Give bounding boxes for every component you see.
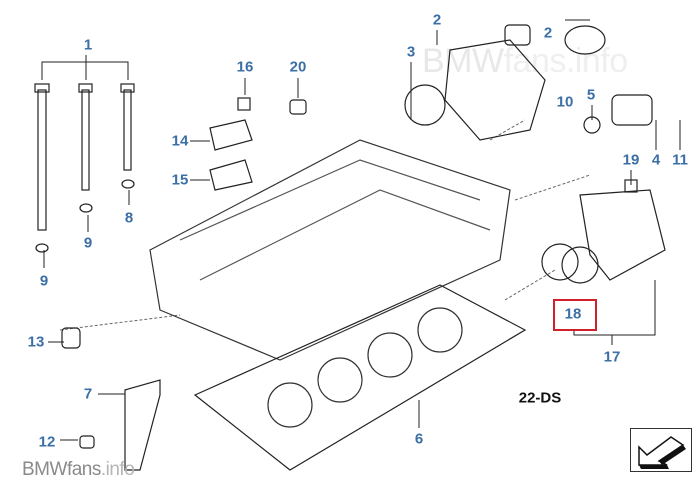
arrow-down-left-icon: [638, 436, 686, 469]
watermark-tld: .info: [100, 459, 135, 480]
label-3[interactable]: 3: [406, 43, 416, 61]
label-20[interactable]: 20: [289, 58, 307, 76]
watermark-site: fans: [503, 42, 567, 80]
watermark-bottom: BMWfans.info: [22, 459, 135, 480]
label-4[interactable]: 4: [651, 151, 661, 169]
label-11[interactable]: 11: [672, 151, 688, 169]
navigate-button[interactable]: [630, 428, 692, 472]
watermark-brand: BMW: [22, 459, 67, 480]
diagram-code: 22-DS: [518, 389, 562, 407]
watermark-tld: .info: [565, 42, 628, 80]
label-2-seal[interactable]: 2: [543, 24, 553, 42]
label-9[interactable]: 9: [83, 234, 93, 252]
label-9-lower[interactable]: 9: [39, 272, 49, 290]
bolts: [34, 83, 135, 253]
label-12[interactable]: 12: [38, 433, 56, 451]
label-2[interactable]: 2: [432, 11, 442, 29]
highlight-box: [553, 299, 597, 331]
label-18[interactable]: 18: [564, 305, 582, 323]
label-5[interactable]: 5: [586, 86, 596, 104]
label-19[interactable]: 19: [622, 151, 640, 169]
label-16[interactable]: 16: [236, 58, 254, 76]
label-8[interactable]: 8: [124, 209, 134, 227]
watermark-brand: BMW: [422, 42, 504, 80]
label-17[interactable]: 17: [603, 348, 621, 366]
label-13[interactable]: 13: [27, 333, 45, 351]
watermark-top: BMWfans.info: [422, 44, 628, 78]
label-7[interactable]: 7: [83, 385, 93, 403]
watermark-site: fans: [66, 459, 101, 480]
label-14[interactable]: 14: [171, 132, 189, 150]
label-6[interactable]: 6: [414, 430, 424, 448]
label-1[interactable]: 1: [83, 36, 93, 54]
label-15[interactable]: 15: [171, 171, 189, 189]
label-10[interactable]: 10: [556, 93, 574, 111]
